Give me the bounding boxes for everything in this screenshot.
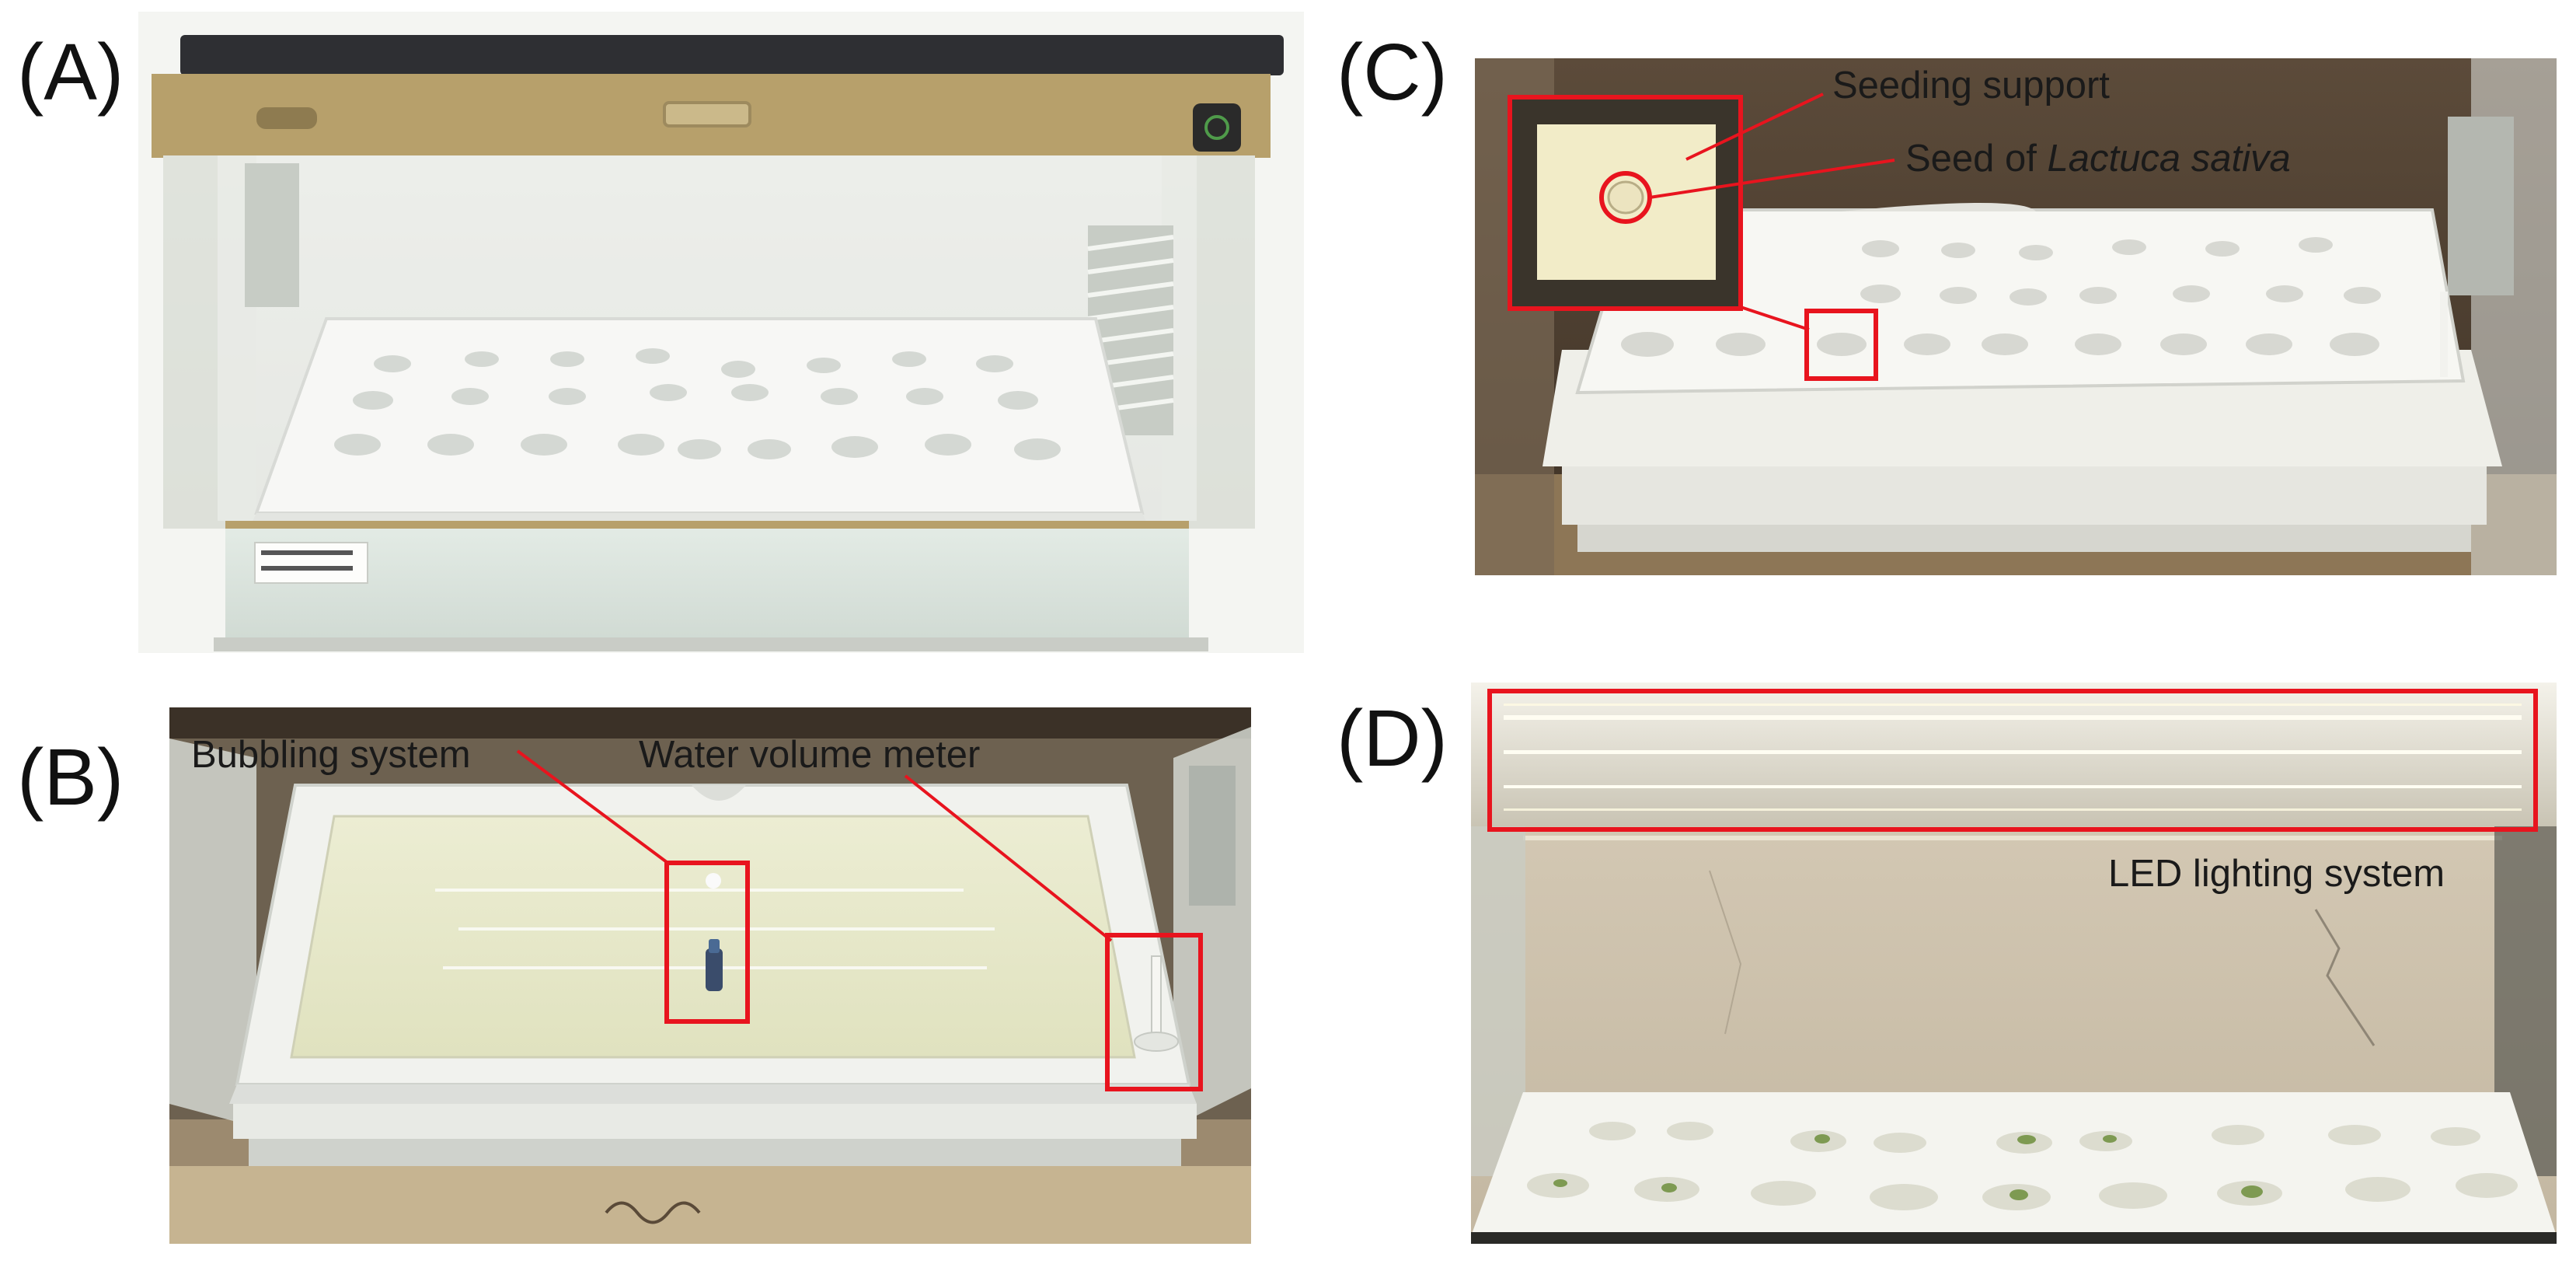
panel-d-photo xyxy=(1471,683,2557,1244)
water-volume-meter-highlight-box xyxy=(1105,933,1203,1091)
inset-leader-line xyxy=(1740,306,1810,331)
seeding-support-inset-box xyxy=(1508,95,1743,311)
bubbling-system-highlight-box xyxy=(664,861,750,1024)
panel-b-photo xyxy=(169,707,1251,1244)
seeding-support-leader-line xyxy=(1685,93,1824,161)
seeding-support-callout: Seeding support xyxy=(1832,65,2110,106)
led-lighting-system-callout: LED lighting system xyxy=(2108,853,2445,895)
seeding-support-inset xyxy=(1510,97,1741,309)
panel-b: Bubbling system Water volume meter (B) xyxy=(17,707,1251,1244)
panel-c-photo xyxy=(1475,58,2557,575)
led-lighting-system-highlight-box xyxy=(1487,689,2538,832)
panel-c-label: (C) xyxy=(1337,27,1448,117)
panel-a-label: (A) xyxy=(17,27,124,117)
panel-d: LED lighting system (D) xyxy=(1337,683,2557,1244)
water-volume-meter-callout: Water volume meter xyxy=(639,734,980,776)
seed-callout-species: Lactuca sativa xyxy=(2048,138,2291,180)
seed-callout-prefix: Seed of xyxy=(1905,138,2048,180)
bubbling-system-callout: Bubbling system xyxy=(191,734,471,776)
seed-callout: Seed of Lactuca sativa xyxy=(1905,138,2291,180)
seed-location-highlight-box xyxy=(1804,309,1878,381)
bubbling-system-leader-line xyxy=(516,749,671,866)
seed-leader-line xyxy=(1649,159,1895,199)
panel-a: (A) xyxy=(17,12,1304,653)
panel-b-label: (B) xyxy=(17,732,124,822)
panel-a-photo xyxy=(138,12,1304,653)
panel-d-label: (D) xyxy=(1337,693,1448,783)
water-volume-meter-leader-line xyxy=(904,774,1113,942)
panel-c: Seeding support Seed of Lactuca sativa (… xyxy=(1337,27,2557,575)
